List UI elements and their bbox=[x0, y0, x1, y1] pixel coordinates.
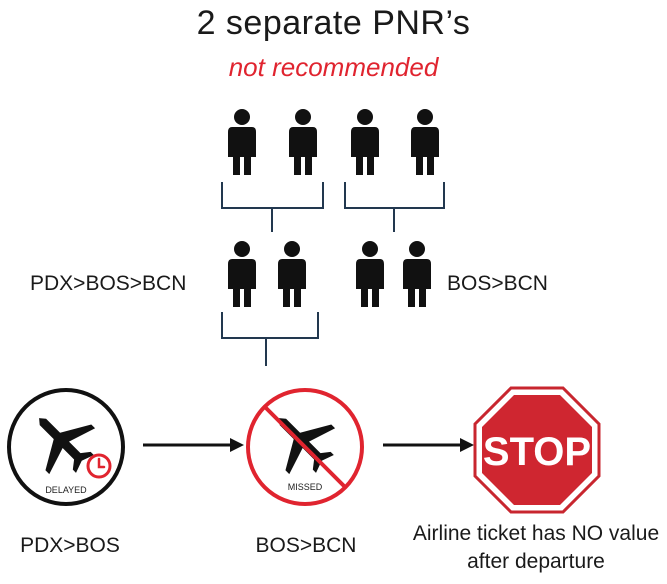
arrow-right-icon bbox=[143, 438, 244, 452]
person-icon bbox=[228, 241, 256, 307]
bracket-top-left bbox=[221, 182, 324, 209]
clock-icon bbox=[86, 453, 112, 479]
caption-ticket-note: Airline ticket has NO value after depart… bbox=[412, 522, 660, 573]
person-icon bbox=[278, 241, 306, 307]
lower-bracket bbox=[221, 312, 319, 366]
route-label-left: PDX>BOS>BCN bbox=[30, 272, 187, 295]
diagram-title: 2 separate PNR’s bbox=[196, 4, 471, 42]
delayed-badge: DELAYED bbox=[7, 388, 125, 506]
caption-first-leg: PDX>BOS bbox=[20, 534, 120, 557]
route-label-right: BOS>BCN bbox=[447, 272, 548, 295]
top-brackets bbox=[221, 182, 445, 232]
group-middle-left bbox=[228, 241, 306, 307]
group-top bbox=[228, 109, 439, 175]
stop-sign-icon: STOP bbox=[473, 386, 601, 514]
person-icon bbox=[411, 109, 439, 175]
person-icon bbox=[228, 109, 256, 175]
delayed-label: DELAYED bbox=[45, 485, 87, 495]
person-icon bbox=[356, 241, 384, 307]
stop-label: STOP bbox=[483, 430, 591, 474]
person-icon bbox=[351, 109, 379, 175]
bracket-top-right bbox=[344, 182, 445, 209]
missed-badge: MISSED bbox=[246, 388, 364, 506]
diagram-subtitle: not recommended bbox=[228, 52, 439, 82]
group-middle-right bbox=[356, 241, 431, 307]
arrow-right-icon bbox=[383, 438, 474, 452]
missed-label: MISSED bbox=[288, 482, 323, 492]
prohibition-icon bbox=[263, 405, 347, 489]
person-icon bbox=[403, 241, 431, 307]
person-icon bbox=[289, 109, 317, 175]
caption-second-leg: BOS>BCN bbox=[255, 534, 357, 557]
